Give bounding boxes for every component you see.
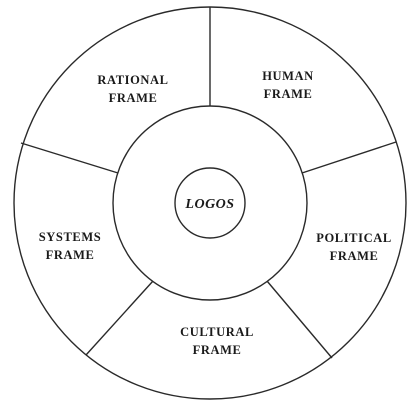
frame-cultural-line1: CULTURAL [180, 325, 254, 339]
frame-systems-line2: FRAME [46, 248, 95, 262]
divider-human-political [301, 141, 397, 174]
divider-political-cultural [266, 280, 333, 359]
frame-rational-line2: FRAME [109, 91, 158, 105]
divider-cultural-systems [85, 280, 154, 356]
frame-systems: SYSTEMS FRAME [39, 230, 102, 262]
frame-rational-line1: RATIONAL [97, 73, 168, 87]
frame-political-line2: FRAME [330, 249, 379, 263]
frame-political-line1: POLITICAL [316, 231, 392, 245]
frame-human: HUMAN FRAME [262, 69, 314, 101]
frame-human-line1: HUMAN [262, 69, 314, 83]
divider-systems-rational [20, 142, 119, 174]
frame-cultural: CULTURAL FRAME [180, 325, 254, 357]
center-circle [174, 167, 246, 239]
frame-political: POLITICAL FRAME [316, 231, 392, 263]
frame-cultural-line2: FRAME [193, 343, 242, 357]
frame-rational: RATIONAL FRAME [97, 73, 168, 105]
frame-systems-line1: SYSTEMS [39, 230, 102, 244]
frame-human-line2: FRAME [264, 87, 313, 101]
center-label: LOGOS [184, 197, 234, 212]
